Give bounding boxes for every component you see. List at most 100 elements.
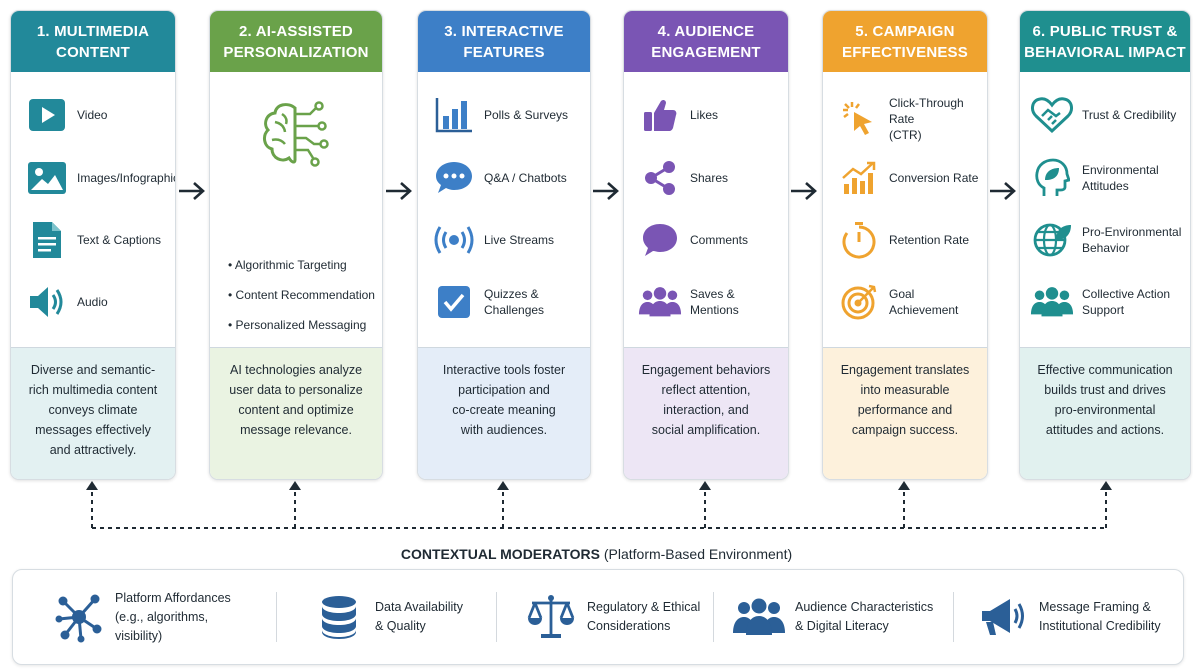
item-likes: Likes [638, 95, 782, 135]
moderator-connectors [86, 481, 1112, 529]
item-label: Saves & Mentions [690, 287, 739, 317]
item-label: Polls & Surveys [484, 108, 569, 122]
target-icon [837, 282, 881, 322]
stage-description: Effective communication builds trust and… [1020, 347, 1190, 479]
moderator-regulatory: Regulatory & Ethical Considerations [525, 570, 700, 664]
stage-campaign-effectiveness: 5. CAMPAIGN EFFECTIVENESS Click-Through … [822, 10, 988, 480]
bar-chart-icon [432, 95, 476, 135]
item-comments: Comments [638, 220, 782, 260]
arrow-right-icon [179, 182, 205, 200]
moderator-framing: Message Framing & Institutional Credibil… [977, 570, 1161, 664]
item-quizzes: Quizzes & Challenges [432, 282, 584, 322]
image-icon [25, 158, 69, 198]
stage-description: Diverse and semantic- rich multimedia co… [11, 347, 175, 479]
moderator-data: Data Availability & Quality [313, 570, 463, 664]
item-text: Text & Captions [25, 220, 169, 260]
item-label: Likes [690, 108, 719, 122]
moderators-subtitle: (Platform-Based Environment) [603, 546, 793, 562]
arrow-right-icon [593, 182, 619, 200]
divider [953, 592, 954, 642]
stage-title: 2. AI-ASSISTED PERSONALIZATION [210, 11, 382, 72]
item-label: Shares [690, 171, 729, 185]
document-icon [25, 220, 69, 260]
moderator-label: Message Framing & Institutional Credibil… [1039, 600, 1161, 633]
moderator-label: Data Availability & Quality [375, 600, 464, 633]
stage-description: Interactive tools foster participation a… [418, 347, 590, 479]
item-trust: Trust & Credibility [1030, 95, 1184, 135]
stage-description: Engagement behaviors reflect attention, … [624, 347, 788, 479]
item-label: Pro-Environmental Behavior [1082, 225, 1182, 255]
item-label: Q&A / Chatbots [484, 171, 567, 185]
item-chatbots: Q&A / Chatbots [432, 158, 584, 198]
cursor-click-icon [837, 99, 881, 139]
stage-interactive-features: 3. INTERACTIVE FEATURES Polls & Surveys … [417, 10, 591, 480]
stage-title: 6. PUBLIC TRUST & BEHAVIORAL IMPACT [1020, 11, 1190, 72]
list-item: Personalized Messaging [228, 310, 375, 340]
group-icon [638, 282, 682, 322]
item-label: Text & Captions [77, 233, 162, 247]
moderators-title: CONTEXTUAL MODERATORS [400, 546, 600, 562]
item-label: Video [77, 108, 108, 122]
item-audio: Audio [25, 282, 169, 322]
stage-title: 3. INTERACTIVE FEATURES [418, 11, 590, 72]
divider [713, 592, 714, 642]
item-label: Retention Rate [889, 233, 970, 247]
item-label: Environmental Attitudes [1082, 163, 1159, 193]
item-conversion: Conversion Rate [837, 158, 981, 198]
item-behavior: Pro-Environmental Behavior [1030, 220, 1184, 260]
arrow-right-icon [791, 182, 817, 200]
item-saves: Saves & Mentions [638, 282, 782, 322]
checkbox-icon [432, 282, 476, 322]
divider [496, 592, 497, 642]
item-label: Comments [690, 233, 749, 247]
item-polls: Polls & Surveys [432, 95, 584, 135]
item-label: Conversion Rate [889, 171, 979, 185]
item-collective: Collective Action Support [1030, 282, 1184, 322]
globe-leaf-icon [1030, 220, 1074, 260]
speaker-icon [25, 282, 69, 322]
item-attitudes: Environmental Attitudes [1030, 158, 1184, 198]
item-label: Click-Through Rate (CTR) [889, 96, 964, 142]
people-icon [733, 591, 785, 643]
stage-title: 5. CAMPAIGN EFFECTIVENESS [823, 11, 987, 72]
moderator-label: Platform Affordances (e.g., algorithms, … [115, 590, 231, 643]
stage-title: 4. AUDIENCE ENGAGEMENT [624, 11, 788, 72]
share-icon [638, 158, 682, 198]
stage-description: Engagement translates into measurable pe… [823, 347, 987, 479]
moderators-heading: CONTEXTUAL MODERATORS (Platform-Based En… [0, 546, 1193, 562]
item-images: Images/Infographics [25, 158, 175, 198]
item-video: Video [25, 95, 169, 135]
moderator-platform: Platform Affordances (e.g., algorithms, … [53, 570, 231, 664]
timer-icon [837, 220, 881, 260]
network-icon [53, 591, 105, 643]
stage-description: AI technologies analyze user data to per… [210, 347, 382, 479]
growth-chart-icon [837, 158, 881, 198]
arrow-right-icon [386, 182, 412, 200]
stage-ai-personalization: 2. AI-ASSISTED PERSONALIZATION Algorithm… [209, 10, 383, 480]
item-shares: Shares [638, 158, 782, 198]
item-label: Quizzes & Challenges [484, 287, 545, 317]
comment-icon [638, 220, 682, 260]
item-label: Goal Achievement [889, 287, 959, 317]
video-play-icon [25, 95, 69, 135]
list-item: Content Recommendation [228, 280, 375, 310]
head-leaf-icon [1030, 158, 1074, 198]
stage-audience-engagement: 4. AUDIENCE ENGAGEMENT Likes Shares Comm… [623, 10, 789, 480]
item-live-streams: Live Streams [432, 220, 584, 260]
chat-bubble-icon [432, 158, 476, 198]
scales-icon [525, 591, 577, 643]
moderator-audience: Audience Characteristics & Digital Liter… [733, 570, 933, 664]
heart-handshake-icon [1030, 95, 1074, 135]
stage-multimedia-content: 1. MULTIMEDIA CONTENT Video Images/Infog… [10, 10, 176, 480]
thumbs-up-icon [638, 95, 682, 135]
item-ctr: Click-Through Rate (CTR) [837, 95, 981, 143]
moderator-label: Audience Characteristics & Digital Liter… [795, 600, 934, 633]
item-label: Live Streams [484, 233, 555, 247]
item-label: Collective Action Support [1082, 287, 1171, 317]
megaphone-icon [977, 591, 1029, 643]
item-label: Audio [77, 295, 108, 309]
item-goal: Goal Achievement [837, 282, 981, 322]
stage-title: 1. MULTIMEDIA CONTENT [11, 11, 175, 72]
stage-public-trust: 6. PUBLIC TRUST & BEHAVIORAL IMPACT Trus… [1019, 10, 1191, 480]
moderators-panel: Platform Affordances (e.g., algorithms, … [12, 569, 1184, 665]
